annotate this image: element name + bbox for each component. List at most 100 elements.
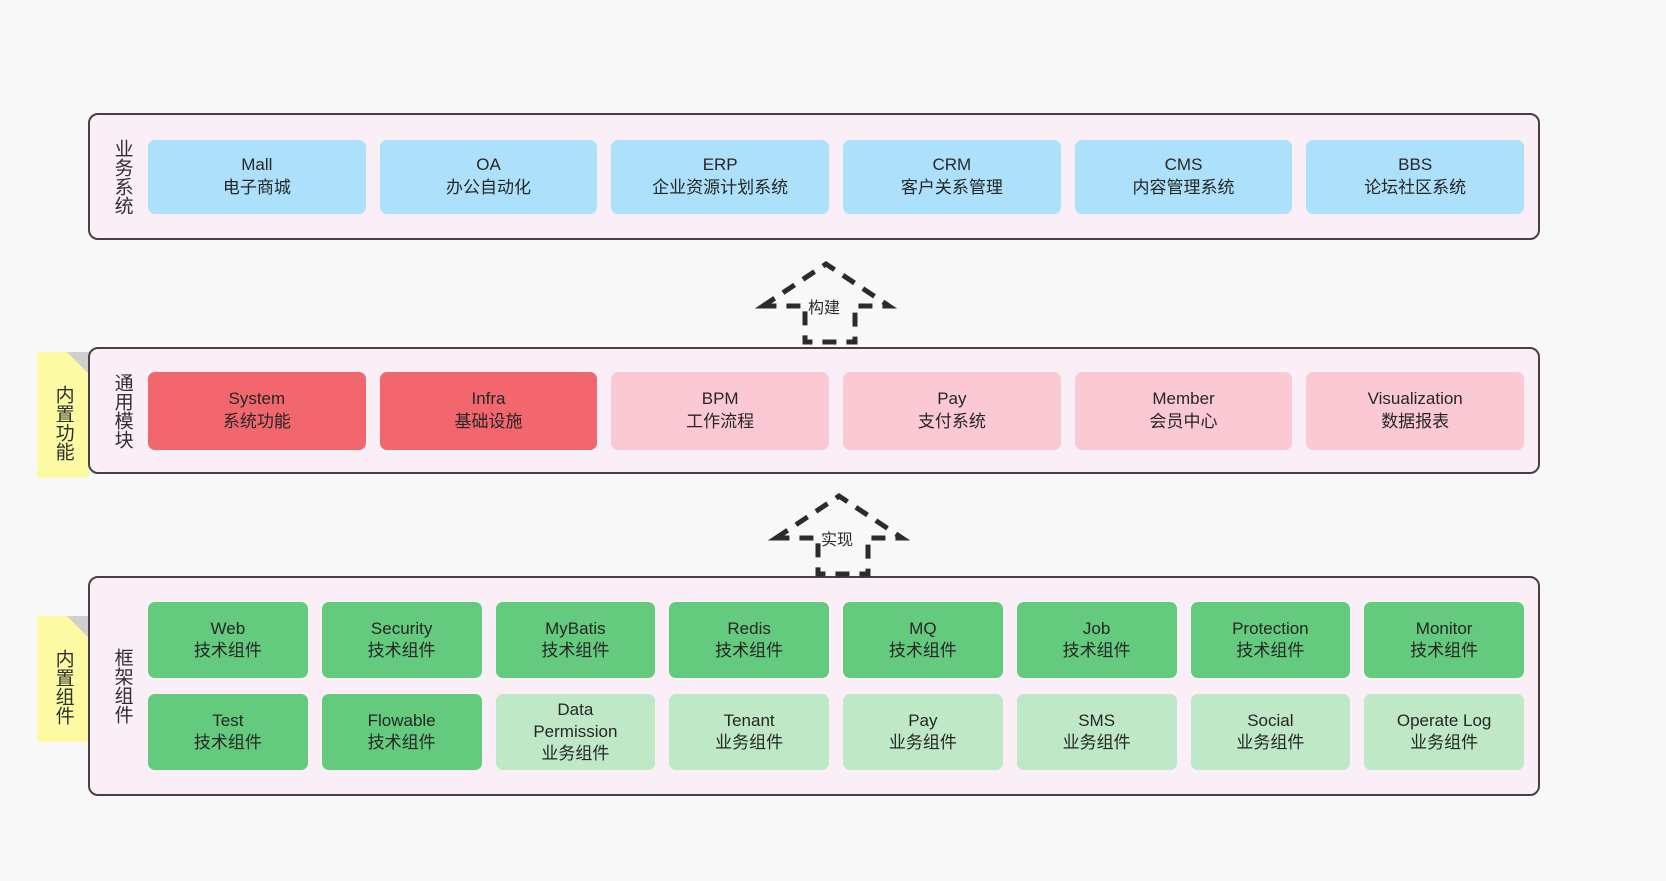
section-title-common-module: 通用模块	[111, 372, 133, 449]
card-subtitle: 客户关系管理	[900, 177, 1003, 197]
card-subtitle: 技术组件	[367, 733, 436, 752]
card-crm[interactable]: CRM 客户关系管理	[843, 139, 1061, 214]
card-mq[interactable]: MQ 技术组件	[843, 602, 1003, 678]
card-title: Monitor	[1415, 618, 1473, 638]
card-data-permission[interactable]: Data Permission 业务组件	[495, 694, 656, 770]
card-bpm[interactable]: BPM 工作流程	[611, 371, 830, 450]
card-title: Operate Log	[1396, 710, 1492, 730]
card-title: Infra	[471, 389, 506, 409]
card-subtitle: 业务组件	[715, 733, 784, 752]
card-title: BPM	[701, 389, 739, 409]
card-subtitle: 会员中心	[1149, 411, 1218, 431]
card-tenant[interactable]: Tenant 业务组件	[669, 694, 829, 770]
card-row: Test 技术组件 Flowable 技术组件 Data Permission …	[148, 694, 1524, 770]
card-title: OA	[476, 155, 501, 175]
card-subtitle: 企业资源计划系统	[652, 177, 789, 197]
card-title: CMS	[1164, 155, 1203, 175]
section-business-system: 业务系统 Mall 电子商城 OA 办公自动化 ERP 企业资源计划系统 CRM…	[88, 113, 1540, 240]
card-subtitle: 技术组件	[193, 641, 262, 660]
section-body-framework-component: Web 技术组件 Security 技术组件 MyBatis 技术组件 Redi…	[144, 578, 1538, 794]
card-subtitle: 支付系统	[917, 411, 986, 431]
section-title-business-system: 业务系统	[111, 138, 133, 215]
card-subtitle: 技术组件	[1410, 641, 1479, 660]
note-fold-corner	[67, 352, 89, 374]
card-title: Data Permission	[533, 699, 618, 741]
card-title: BBS	[1398, 155, 1433, 175]
note-builtin-component-label: 内置组件	[52, 649, 74, 725]
card-pay-business[interactable]: Pay 业务组件	[843, 694, 1003, 770]
card-title: Security	[370, 618, 433, 638]
card-title: Mall	[241, 155, 273, 175]
card-erp[interactable]: ERP 企业资源计划系统	[611, 139, 830, 214]
card-infra[interactable]: Infra 基础设施	[379, 371, 598, 450]
card-title: Web	[210, 618, 246, 638]
card-title: Tenant	[723, 710, 775, 730]
card-subtitle: 技术组件	[1062, 641, 1131, 660]
card-subtitle: 业务组件	[541, 744, 610, 764]
card-redis[interactable]: Redis 技术组件	[669, 602, 829, 678]
arrow-build: 构建	[754, 258, 905, 348]
card-title: MyBatis	[545, 618, 606, 638]
card-security[interactable]: Security 技术组件	[321, 602, 482, 678]
card-pay[interactable]: Pay 支付系统	[843, 371, 1061, 450]
card-subtitle: 基础设施	[454, 411, 523, 431]
card-subtitle: 电子商城	[222, 177, 291, 197]
card-mall[interactable]: Mall 电子商城	[148, 139, 366, 214]
card-title: System	[228, 389, 286, 409]
card-test[interactable]: Test 技术组件	[148, 694, 308, 770]
card-subtitle: 办公自动化	[446, 177, 531, 197]
note-builtin-feature: 内置功能	[37, 352, 89, 478]
card-subtitle: 数据报表	[1381, 411, 1450, 431]
card-visualization[interactable]: Visualization 数据报表	[1306, 371, 1525, 450]
card-web[interactable]: Web 技术组件	[148, 602, 308, 678]
section-body-business-system: Mall 电子商城 OA 办公自动化 ERP 企业资源计划系统 CRM 客户关系…	[144, 115, 1538, 238]
card-title: MQ	[909, 618, 937, 638]
card-oa[interactable]: OA 办公自动化	[379, 139, 598, 214]
section-common-module: 通用模块 System 系统功能 Infra 基础设施 BPM 工作流程 Pay…	[88, 347, 1540, 474]
card-mybatis[interactable]: MyBatis 技术组件	[495, 602, 656, 678]
card-system[interactable]: System 系统功能	[148, 371, 366, 450]
card-flowable[interactable]: Flowable 技术组件	[321, 694, 482, 770]
card-subtitle: 技术组件	[1236, 641, 1305, 660]
card-job[interactable]: Job 技术组件	[1016, 602, 1177, 678]
card-title: CRM	[932, 155, 972, 175]
card-title: Visualization	[1367, 389, 1463, 409]
card-subtitle: 业务组件	[1062, 733, 1131, 752]
card-member[interactable]: Member 会员中心	[1074, 371, 1293, 450]
card-subtitle: 论坛社区系统	[1364, 177, 1467, 197]
card-subtitle: 技术组件	[367, 641, 436, 660]
card-row: Mall 电子商城 OA 办公自动化 ERP 企业资源计划系统 CRM 客户关系…	[148, 139, 1525, 214]
arrow-implement-shape	[767, 492, 911, 577]
note-builtin-component: 内置组件	[37, 616, 89, 742]
card-sms[interactable]: SMS 业务组件	[1016, 694, 1177, 770]
card-subtitle: 业务组件	[1236, 733, 1305, 752]
card-bbs[interactable]: BBS 论坛社区系统	[1306, 139, 1525, 214]
note-fold-corner	[67, 616, 89, 638]
card-title: Pay	[908, 710, 938, 730]
card-title: Social	[1247, 710, 1294, 730]
card-title: Job	[1082, 618, 1111, 638]
card-subtitle: 系统功能	[222, 411, 291, 431]
card-operate-log[interactable]: Operate Log 业务组件	[1364, 694, 1524, 770]
card-row: System 系统功能 Infra 基础设施 BPM 工作流程 Pay 支付系统…	[148, 371, 1525, 450]
arrow-build-shape	[754, 260, 898, 345]
card-title: Redis	[727, 618, 771, 638]
section-framework-component: 框架组件 Web 技术组件 Security 技术组件 MyBatis 技术组件…	[88, 576, 1540, 796]
card-subtitle: 技术组件	[888, 641, 957, 660]
card-subtitle: 业务组件	[1410, 733, 1479, 752]
card-title: Test	[212, 710, 244, 730]
card-cms[interactable]: CMS 内容管理系统	[1074, 139, 1293, 214]
card-protection[interactable]: Protection 技术组件	[1190, 602, 1351, 678]
card-row: Web 技术组件 Security 技术组件 MyBatis 技术组件 Redi…	[148, 602, 1524, 678]
card-social[interactable]: Social 业务组件	[1190, 694, 1351, 770]
card-subtitle: 技术组件	[193, 733, 262, 752]
card-title: ERP	[702, 155, 738, 175]
card-subtitle: 技术组件	[715, 641, 784, 660]
note-builtin-feature-label: 内置功能	[52, 385, 74, 461]
card-title: SMS	[1078, 710, 1116, 730]
card-subtitle: 技术组件	[541, 641, 610, 660]
card-monitor[interactable]: Monitor 技术组件	[1364, 602, 1524, 678]
card-title: Protection	[1232, 618, 1309, 638]
section-title-framework-component: 框架组件	[111, 648, 133, 724]
